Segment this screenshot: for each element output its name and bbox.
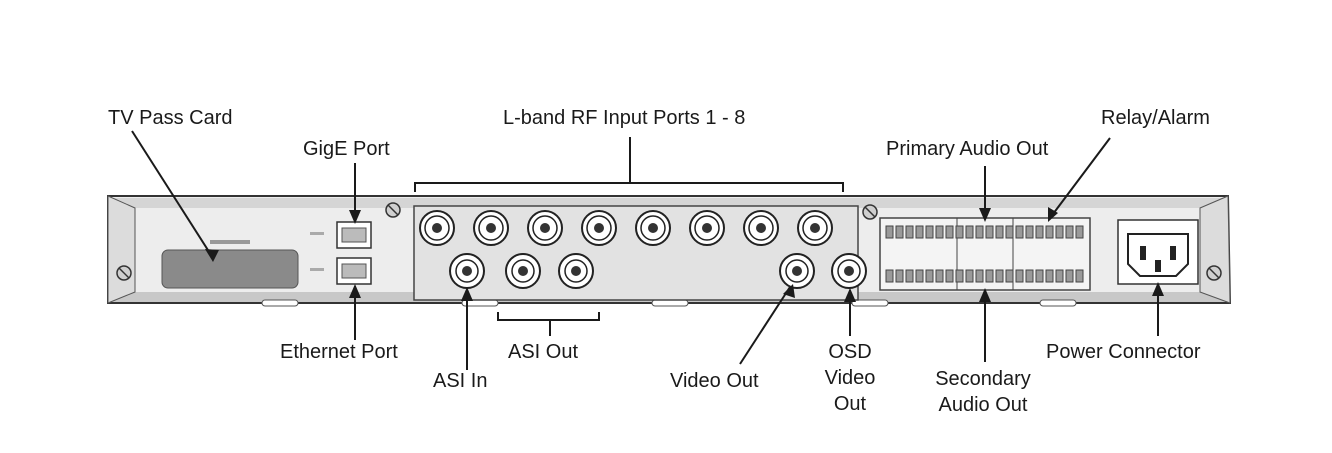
terminal-pin-1-3 <box>905 225 914 239</box>
rf-input-port-2 <box>473 210 509 246</box>
rf-input-port-5 <box>635 210 671 246</box>
terminal-pin-2-7 <box>945 269 954 283</box>
terminal-pin-1-13 <box>1005 225 1014 239</box>
osd-video-out-line-3: Out <box>833 393 867 415</box>
asi-out-connector-2 <box>558 253 594 289</box>
leader-lines <box>131 130 1159 370</box>
rf-input-port-8 <box>797 210 833 246</box>
terminal-pin-2-12 <box>995 269 1004 283</box>
terminal-pin-2-8 <box>955 269 964 283</box>
rf-input-port-1 <box>419 210 455 246</box>
terminal-pin-1-2 <box>895 225 904 239</box>
terminal-pin-2-1 <box>885 269 894 283</box>
terminal-pin-1-12 <box>995 225 1004 239</box>
terminal-pin-2-14 <box>1015 269 1024 283</box>
terminal-pin-1-8 <box>955 225 964 239</box>
tv-pass-card-slot <box>161 240 299 289</box>
power-connector-label: Power Connector <box>1046 341 1201 363</box>
tv-pass-card-label: TV Pass Card <box>108 107 233 129</box>
terminal-pin-1-4 <box>915 225 924 239</box>
terminal-pin-1-17 <box>1045 225 1054 239</box>
terminal-pin-2-20 <box>1075 269 1084 283</box>
osd-video-out-connector <box>831 253 867 289</box>
rf-input-port-7 <box>743 210 779 246</box>
terminal-pin-1-11 <box>985 225 994 239</box>
terminal-pin-1-18 <box>1055 225 1064 239</box>
terminal-pin-1-6 <box>935 225 944 239</box>
asi-out-label: ASI Out <box>508 341 579 363</box>
terminal-pin-1-15 <box>1025 225 1034 239</box>
secondary-audio-out-line-1: Secondary <box>935 368 1031 390</box>
terminal-pin-2-19 <box>1065 269 1074 283</box>
network-jacks <box>310 221 372 285</box>
terminal-pin-2-6 <box>935 269 944 283</box>
rf-input-port-6 <box>689 210 725 246</box>
terminal-pin-2-9 <box>965 269 974 283</box>
terminal-pin-1-7 <box>945 225 954 239</box>
terminal-pin-2-16 <box>1035 269 1044 283</box>
osd-video-out-line-1: OSD <box>828 341 872 363</box>
lband-rf-input-label: L-band RF Input Ports 1 - 8 <box>503 107 746 129</box>
terminal-pin-2-2 <box>895 269 904 283</box>
video-out-connector <box>779 253 815 289</box>
terminal-pin-2-15 <box>1025 269 1034 283</box>
primary-audio-out-label: Primary Audio Out <box>886 138 1049 160</box>
terminal-blocks <box>879 217 1091 291</box>
secondary-audio-out-label: Secondary Audio Out <box>915 366 1051 418</box>
bnc-connectors <box>449 253 867 289</box>
power-connector-socket <box>1117 219 1199 285</box>
terminal-pin-1-19 <box>1065 225 1074 239</box>
terminal-pin-2-4 <box>915 269 924 283</box>
terminal-pin-1-1 <box>885 225 894 239</box>
terminal-pin-2-11 <box>985 269 994 283</box>
terminal-pin-1-16 <box>1035 225 1044 239</box>
relay-alarm-label: Relay/Alarm <box>1101 107 1210 129</box>
secondary-audio-out-line-2: Audio Out <box>938 394 1028 416</box>
asi-in-connector <box>449 253 485 289</box>
osd-video-out-line-2: Video <box>824 367 876 389</box>
video-out-label: Video Out <box>670 370 759 392</box>
ethernet-port-label: Ethernet Port <box>280 341 398 363</box>
terminal-pin-1-20 <box>1075 225 1084 239</box>
terminal-pin-2-13 <box>1005 269 1014 283</box>
arrow-heads <box>205 207 1164 302</box>
rf-input-port-4 <box>581 210 617 246</box>
panel-screws <box>116 202 1222 281</box>
rf-input-port-3 <box>527 210 563 246</box>
gige-port-label: GigE Port <box>303 138 390 160</box>
terminal-pin-2-3 <box>905 269 914 283</box>
osd-video-out-label: OSD Video Out <box>812 339 888 417</box>
terminal-pin-1-14 <box>1015 225 1024 239</box>
asi-out-connector-1 <box>505 253 541 289</box>
terminal-pin-2-17 <box>1045 269 1054 283</box>
terminal-pin-1-10 <box>975 225 984 239</box>
terminal-pin-2-5 <box>925 269 934 283</box>
terminal-pin-2-18 <box>1055 269 1064 283</box>
asi-in-label: ASI In <box>433 370 488 392</box>
terminal-pin-2-10 <box>975 269 984 283</box>
terminal-pin-1-9 <box>965 225 974 239</box>
terminal-pin-1-5 <box>925 225 934 239</box>
rf-input-connectors <box>419 210 833 246</box>
